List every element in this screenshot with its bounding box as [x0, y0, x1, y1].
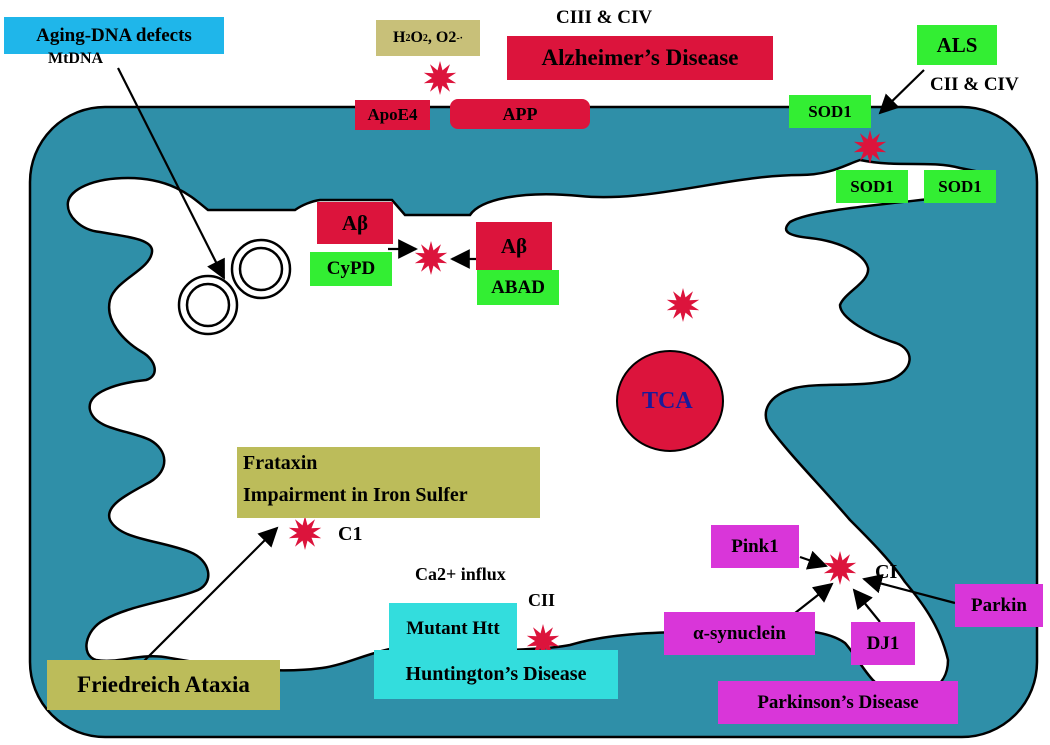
alzheimer-disease-label: Alzheimer’s Disease: [507, 36, 773, 80]
ros-h: H: [392, 29, 406, 46]
abad-label: ABAD: [477, 270, 559, 305]
arrow-parkin: [862, 573, 956, 605]
dj1-label: DJ1: [851, 622, 915, 665]
ros-burst-icon: [853, 130, 887, 164]
tca-circle: [616, 350, 724, 452]
tca-label: TCA: [642, 388, 693, 414]
ros-burst-icon: [823, 551, 857, 585]
pink1-label: Pink1: [711, 525, 799, 568]
parkinson-complex-label: CI: [875, 561, 898, 583]
parkinson-disease-label: Parkinson’s Disease: [718, 681, 958, 724]
ros-burst-icon: [423, 61, 457, 95]
ros-burst-icon: [526, 624, 560, 658]
huntington-disease-label: Huntington’s Disease: [374, 650, 618, 699]
ros-o-sub: 2: [422, 32, 428, 44]
arrow-als: [878, 69, 925, 115]
ros-o2: , O2: [427, 29, 457, 46]
arrow-dj1: [852, 588, 881, 623]
als-complex-label: CII & CIV: [930, 74, 1019, 95]
ros-burst-icon: [288, 516, 322, 550]
ros-sup: -·: [456, 32, 464, 44]
arrows: [117, 67, 956, 666]
ros-o: O: [410, 29, 423, 46]
aging-dna-defects-label: Aging-DNA defects: [4, 17, 224, 54]
ros-bursts: [288, 61, 887, 658]
als-disease-label: ALS: [917, 25, 997, 65]
apoe4-label: ApoE4: [355, 100, 430, 130]
frataxin-box: Frataxin Impairment in Iron Sulfer: [237, 447, 540, 518]
frataxin-label: Frataxin: [243, 452, 318, 474]
arrow-pink1: [799, 550, 828, 570]
friedreich-disease-label: Friedreich Ataxia: [47, 660, 280, 710]
parkin-label: Parkin: [955, 584, 1043, 627]
mtdna-label: MtDNA: [48, 50, 104, 67]
abeta-right-label: Aβ: [476, 222, 552, 270]
sod1-top-label: SOD1: [789, 95, 871, 128]
sod1-mid-label: SOD1: [836, 170, 908, 203]
arrow-friedreich: [139, 526, 279, 666]
sod1-right-label: SOD1: [924, 170, 996, 203]
ros-burst-icon: [666, 288, 700, 322]
friedreich-complex-label: C1: [338, 523, 363, 545]
abeta-left-label: Aβ: [317, 202, 393, 244]
arrow-synuclein: [789, 582, 834, 618]
cypd-label: CyPD: [310, 252, 392, 286]
app-label: APP: [450, 99, 590, 129]
ros-h-sub: 2: [405, 32, 411, 44]
ca-influx-label: Ca2+ influx: [415, 564, 506, 584]
alzheimer-complex-label: CIII & CIV: [556, 7, 653, 28]
arrow-mtdna: [117, 67, 225, 280]
ros-burst-icon: [414, 241, 448, 275]
impairment-label: Impairment in Iron Sulfer: [243, 484, 468, 506]
huntington-complex-label: CII: [528, 590, 556, 610]
synuclein-label: α-synuclein: [664, 612, 815, 655]
